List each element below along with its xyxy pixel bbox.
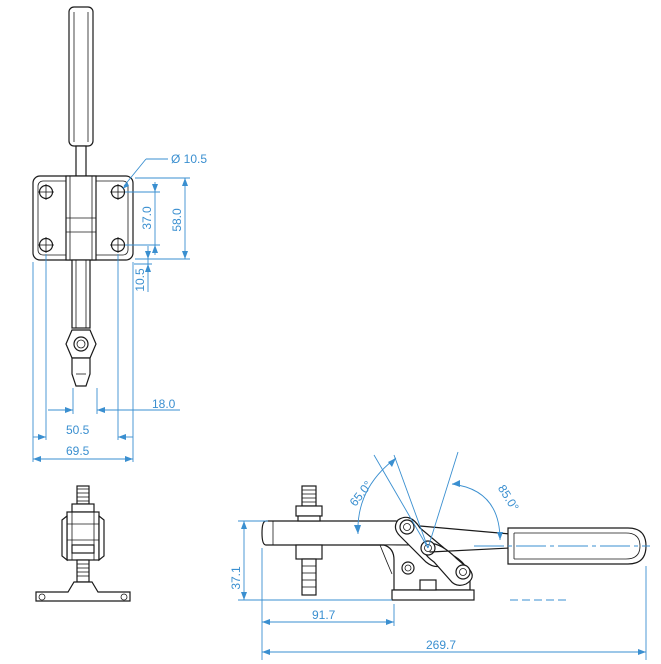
dim-edge-offset: 10.5 <box>133 268 147 292</box>
dim-spindle-offset: 18.0 <box>152 397 176 411</box>
front-view <box>32 6 134 387</box>
dim-plate-height: 58.0 <box>170 208 184 232</box>
end-view <box>35 485 131 602</box>
front-view-dimensions: Ø 10.5 58.0 37.0 10.5 18.0 <box>32 152 207 462</box>
mounting-holes <box>38 184 126 253</box>
dim-handle-angle-open: 65.0° <box>347 478 375 509</box>
dim-overall-length: 269.7 <box>426 638 456 652</box>
dim-hole-spacing-h: 50.5 <box>66 423 90 437</box>
clamping-arm <box>71 259 91 329</box>
dim-handle-angle-closed: 85.0° <box>495 482 522 513</box>
dim-plate-width: 69.5 <box>66 444 90 458</box>
spindle-nut <box>65 329 97 359</box>
dim-hole-diameter: Ø 10.5 <box>171 152 207 166</box>
side-view <box>261 485 650 601</box>
side-clamp-bar <box>261 520 417 546</box>
side-base-plate <box>391 589 475 601</box>
handle-rod <box>75 145 87 179</box>
handle-grip <box>68 6 94 147</box>
side-handle-lever <box>419 525 511 553</box>
dim-hole-spacing-v: 37.0 <box>140 206 154 230</box>
dim-height: 37.1 <box>229 566 243 590</box>
dim-spindle-reach: 91.7 <box>312 608 336 622</box>
end-view-base <box>35 581 131 602</box>
spindle-tip <box>71 357 91 387</box>
